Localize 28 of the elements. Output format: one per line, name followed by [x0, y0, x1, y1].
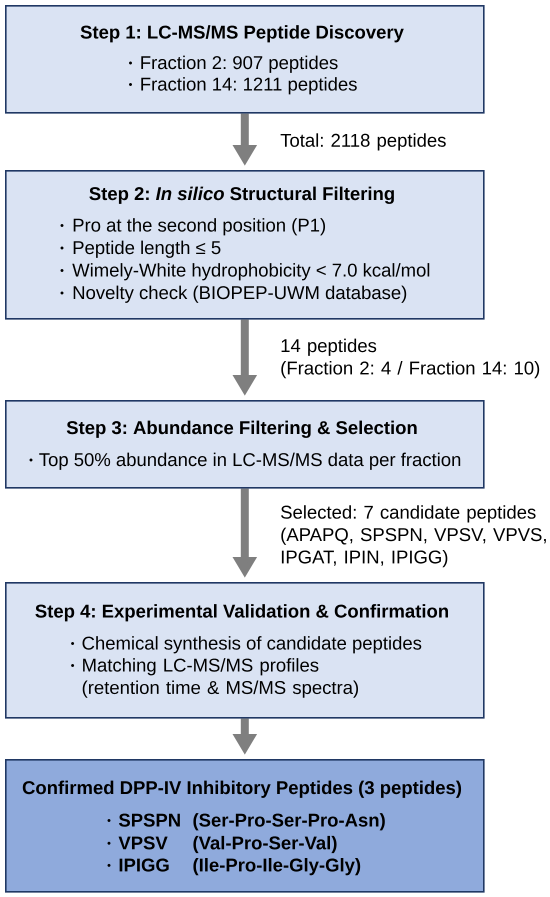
- list-item: Top 50% abundance in LC-MS/MS data per fraction: [39, 452, 460, 470]
- sequence-text: (Ser-Pro-Ser-Pro-Asn): [193, 813, 385, 830]
- process-box: [5, 582, 485, 719]
- list-item: IPIGG: [120, 858, 169, 872]
- list-item: Wimely-White hydrophobicity < 7.0 kcal/mol: [72, 263, 430, 280]
- box-title: Step 4: Experimental Validation & Confirmation: [35, 604, 448, 622]
- edge-label: Selected: 7 candidate peptides (APAPQ, SPSPN, VPSV, VPVS, IPGAT, IPIN, IPIGG): [281, 505, 546, 568]
- process-box: [5, 400, 485, 489]
- list-item: Pro at the second position (P1): [74, 218, 326, 236]
- sequence-text: (Ile-Pro-Ile-Gly-Gly): [193, 858, 360, 876]
- list-item: Peptide length ≤ 5: [74, 240, 220, 258]
- edge-label: Total: 2118 peptides: [280, 133, 446, 151]
- box-title: Step 3: Abundance Filtering & Selection: [66, 420, 417, 438]
- list-item: Matching LC-MS/MS profiles (retention time & MS/MS spectra): [82, 658, 358, 698]
- list-item: Fraction 14: 1211 peptides: [141, 77, 357, 94]
- list-item: Fraction 2: 907 peptides: [141, 56, 338, 73]
- list-item: Chemical synthesis of candidate peptides: [82, 636, 422, 654]
- process-box: [5, 170, 485, 320]
- process-box: [5, 759, 485, 893]
- list-item: SPSPN: [118, 814, 180, 827]
- list-item: Novelty check (BIOPEP-UWM database): [74, 286, 406, 303]
- process-box: [5, 5, 485, 114]
- box-title: Step 1: LC-MS/MS Peptide Discovery: [80, 25, 404, 42]
- box-title: Confirmed DPP-IV Inhibitory Peptides (3 peptides): [22, 780, 462, 798]
- sequence-text: (Val-Pro-Ser-Val): [193, 836, 337, 854]
- box-title: Step 2: In silico Structural Filtering: [89, 186, 394, 204]
- edge-label: 14 peptides (Fraction 2: 4 / Fraction 14: 10): [281, 338, 540, 378]
- list-item: VPSV: [118, 836, 168, 850]
